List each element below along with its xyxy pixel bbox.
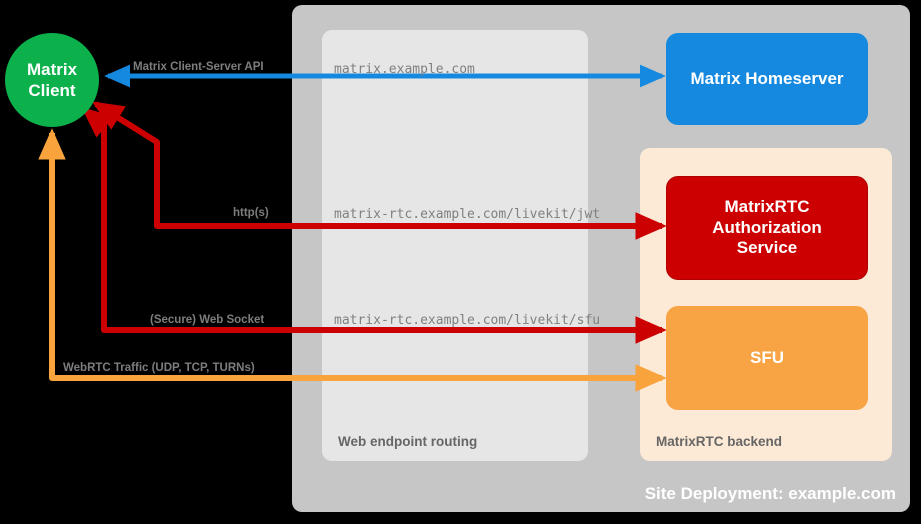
endpoint-url-matrix: matrix.example.com [334, 62, 475, 77]
endpoint-url-livekit-jwt: matrix-rtc.example.com/livekit/jwt [334, 207, 601, 222]
connector-label-webrtc-traffic: WebRTC Traffic (UDP, TCP, TURNs) [63, 362, 255, 374]
matrix-homeserver-node[interactable]: Matrix Homeserver [666, 33, 868, 125]
matrix-homeserver-label: Matrix Homeserver [690, 68, 844, 88]
matrixrtc-auth-service-label-line1: MatrixRTC [724, 196, 810, 216]
connector-label-matrix-client-server-api: Matrix Client-Server API [133, 61, 264, 73]
connector-label-https: http(s) [233, 207, 269, 219]
matrixrtc-auth-service-label-line3: Service [736, 238, 798, 258]
sfu-label: SFU [750, 347, 784, 367]
matrixrtc-backend-title: MatrixRTC backend [656, 434, 783, 449]
matrixrtc-auth-service-label-line2: Authorization [712, 217, 822, 237]
connector-label-secure-web-socket: (Secure) Web Socket [150, 314, 265, 326]
endpoint-url-livekit-sfu: matrix-rtc.example.com/livekit/sfu [334, 313, 601, 328]
matrixrtc-auth-service-node[interactable]: MatrixRTC Authorization Service [666, 176, 868, 280]
site-deployment-title: Site Deployment: example.com [644, 484, 896, 503]
web-endpoint-routing-title: Web endpoint routing [338, 434, 478, 449]
matrix-client-label-line2: Client [28, 81, 76, 100]
matrix-client-label-line1: Matrix [26, 59, 78, 79]
sfu-node[interactable]: SFU [666, 306, 868, 410]
matrix-client-node[interactable]: Matrix Client [5, 33, 99, 127]
connector-webrtc-traffic [38, 128, 667, 392]
